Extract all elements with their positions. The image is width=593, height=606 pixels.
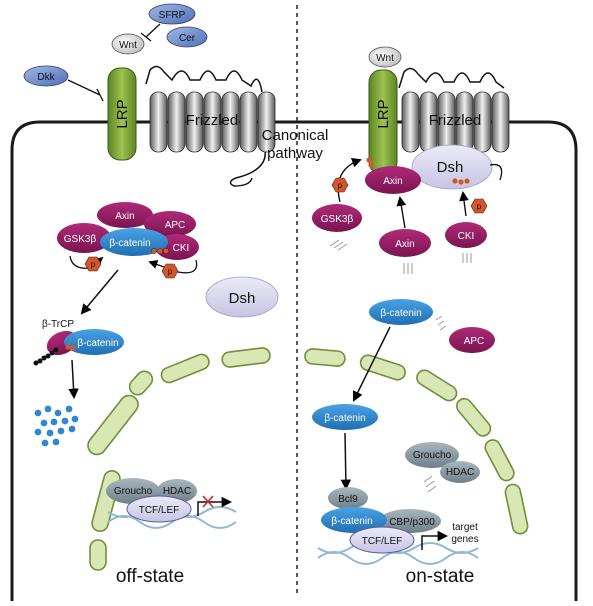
phospho-left-1-label: p: [91, 260, 96, 269]
right-frizzled-receptor: Frizzled: [398, 67, 510, 153]
hdac-right: [440, 461, 480, 483]
sfrp-label: SFRP: [159, 10, 186, 21]
dkk-label: Dkk: [37, 72, 55, 83]
cki-left-label: CKI: [173, 243, 190, 254]
gsk3b-right: [312, 204, 362, 232]
groucho-left-label: Groucho: [114, 486, 153, 497]
arrow-bcatenin-nuclear: [353, 326, 391, 402]
hdac-left-label: HDAC: [163, 486, 191, 497]
gsk3b-right-label: GSK3β: [321, 214, 354, 225]
gsk3b-left-label: GSK3β: [64, 234, 97, 245]
cbp-p300: [379, 509, 441, 533]
phospho-left-2-label: p: [168, 267, 173, 276]
bcl9: [328, 487, 368, 509]
bcatenin-nuc-label: β-catenin: [324, 413, 365, 424]
axin-membrane-label: Axin: [383, 176, 402, 187]
tcf-right-label: TCF/LEF: [362, 536, 403, 547]
phospho-lrp: [331, 177, 349, 193]
inhibit-sfrp-wnt: [140, 23, 161, 42]
bcatenin-dna-label: β-catenin: [331, 516, 372, 527]
cki-right: [445, 222, 487, 248]
left-ligands: SFRP Cer Wnt Dkk: [23, 3, 208, 102]
cell-membrane: [10, 120, 578, 601]
nuclear-envelope: [87, 347, 529, 571]
bcatenin-cyto-label: β-catenin: [380, 308, 421, 319]
bcl9-label: Bcl9: [338, 494, 358, 505]
right-lrp-receptor: LRP: [368, 69, 398, 175]
axin-left-label: Axin: [115, 211, 134, 222]
tcf-left: [126, 495, 192, 523]
cki-right-label: CKI: [458, 231, 475, 242]
canonical-label-2: pathway: [267, 145, 323, 162]
degraded-fragments: [34, 405, 79, 447]
dkk-protein: [23, 65, 69, 87]
transcription-arrow: [421, 530, 449, 550]
bcatenin-complex: [100, 228, 168, 256]
canonical-label-1: Canonical: [262, 127, 329, 144]
axin-membrane: [365, 166, 421, 194]
dsh-right: [411, 144, 493, 190]
sfrp-protein: [148, 3, 196, 25]
frizzled-label-left: Frizzled: [186, 112, 239, 129]
on-state-label: on-state: [406, 566, 475, 587]
right-dna: [317, 542, 479, 565]
destruction-complex: Axin APC GSK3β CKI β-catenin p p: [57, 202, 199, 279]
axin-left: [97, 202, 153, 228]
tcf-left-label: TCF/LEF: [139, 505, 180, 516]
cer-protein: [166, 26, 208, 48]
arrow-axin-to-membrane: [396, 196, 407, 229]
ubiquitin-chain: [33, 347, 59, 366]
bcatenin-nuc: [312, 404, 378, 430]
lrp-label-right: LRP: [375, 99, 392, 128]
arrow-cki-to-dsh: [459, 191, 469, 217]
left-frizzled-receptor: Frizzled: [145, 65, 276, 187]
wnt-label-right: Wnt: [376, 53, 394, 64]
gsk3b-left: [57, 223, 111, 253]
bcatenin-complex-label: β-catenin: [109, 238, 150, 249]
apc-right: [449, 327, 495, 353]
frizzled-label-right: Frizzled: [429, 112, 482, 129]
cer-label: Cer: [179, 33, 196, 44]
phospho-left-2: [161, 263, 179, 279]
btrcp-degradation: β-TrCP β-catenin: [33, 319, 124, 447]
left-lrp-receptor: LRP: [107, 67, 137, 161]
phospho-cki-label: p: [477, 202, 482, 211]
arrow-gsk-to-lrp: [337, 158, 362, 203]
dsh-left-label: Dsh: [229, 290, 256, 307]
inhibit-dkk-lrp: [67, 79, 104, 102]
off-state-label: off-state: [116, 566, 184, 587]
phospho-cki: [470, 198, 488, 214]
bcatenin-degrade-label: β-catenin: [77, 338, 118, 349]
wnt-ligand-right: [368, 46, 402, 68]
groucho-right-label: Groucho: [413, 450, 452, 461]
phospho-lrp-label: p: [338, 181, 343, 190]
apc-right-label: APC: [464, 336, 485, 347]
groucho-right: [405, 442, 459, 468]
cbp-label: CBP/p300: [389, 517, 435, 528]
hdac-right-label: HDAC: [446, 467, 474, 478]
arrow-complex-to-trcp: [80, 269, 119, 315]
apc-left: [144, 211, 196, 237]
apc-left-label: APC: [165, 220, 186, 231]
phospho-left-1: [84, 256, 102, 272]
target-genes-label-1: target: [452, 522, 478, 533]
bcatenin-degrade: [64, 329, 124, 355]
tcf-right: [349, 526, 415, 554]
bcatenin-dna: [321, 507, 387, 533]
axin-free-label: Axin: [395, 239, 414, 250]
blocked-transcription-arrow: [197, 495, 233, 516]
arrow-to-proteasome: [68, 359, 79, 400]
wnt-label-left: Wnt: [119, 40, 137, 51]
dsh-left: [205, 276, 279, 318]
btrcp-label: β-TrCP: [42, 319, 74, 330]
axin-free: [379, 229, 431, 257]
bcatenin-cyto: [369, 299, 433, 325]
lrp-label-left: LRP: [114, 99, 131, 128]
dsh-right-label: Dsh: [437, 159, 464, 176]
wnt-ligand-left: [111, 33, 145, 55]
target-genes-label-2: genes: [451, 534, 478, 545]
arrow-bcatenin-to-dna: [340, 432, 352, 491]
